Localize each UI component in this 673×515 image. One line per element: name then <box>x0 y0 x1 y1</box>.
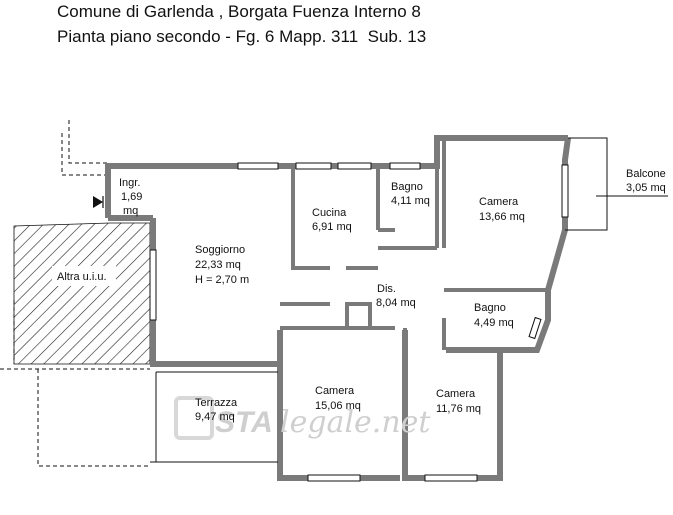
label-ingresso-area: 1,69 <box>121 191 142 203</box>
label-ingresso-name: Ingr. <box>119 177 140 189</box>
label-camera3-area: 11,76 mq <box>436 403 481 415</box>
label-balcone-area: 3,05 mq <box>626 182 666 194</box>
dashed-boundaries <box>0 120 150 467</box>
label-bagno1-name: Bagno <box>391 181 423 193</box>
plan-title-line-2: Pianta piano secondo - Fg. 6 Mapp. 311 S… <box>57 27 427 46</box>
label-cucina-area: 6,91 mq <box>312 221 352 233</box>
label-camera1-area: 13,66 mq <box>479 211 525 223</box>
label-soggiorno-name: Soggiorno <box>195 244 245 256</box>
label-camera2-area: 15,06 mq <box>315 400 361 412</box>
label-balcone-name: Balcone <box>626 168 666 180</box>
label-cucina-name: Cucina <box>312 207 347 219</box>
entrance-arrow-icon <box>93 196 103 208</box>
terrace-outline <box>150 371 278 463</box>
other-unit-hatched-area <box>13 222 151 365</box>
interior-walls <box>280 140 548 478</box>
watermark: STA legale.net <box>174 396 431 440</box>
plan-title-line-1: Comune di Garlenda , Borgata Fuenza Inte… <box>57 2 421 21</box>
label-terrazza-area: 9,47 mq <box>195 411 235 423</box>
label-camera3-name: Camera <box>436 388 476 400</box>
label-soggiorno-area: 22,33 mq <box>195 259 241 271</box>
label-camera2-name: Camera <box>315 385 355 397</box>
watermark-brand: STA <box>215 406 273 439</box>
balcony-outline <box>565 137 668 231</box>
label-terrazza-name: Terrazza <box>195 397 238 409</box>
label-camera1-name: Camera <box>479 196 519 208</box>
label-ingresso-unit: mq <box>123 205 138 217</box>
label-bagno2-name: Bagno <box>474 302 506 314</box>
room-labels: Ingr. 1,69 mq Soggiorno 22,33 mq H = 2,7… <box>57 168 666 423</box>
label-dis-name: Dis. <box>377 283 396 295</box>
label-altra-uiu: Altra u.i.u. <box>57 271 107 283</box>
watermark-suffix: legale.net <box>280 405 431 440</box>
label-bagno1-area: 4,11 mq <box>391 195 430 207</box>
label-bagno2-area: 4,49 mq <box>474 317 514 329</box>
label-soggiorno-height: H = 2,70 m <box>195 274 249 286</box>
label-dis-area: 8,04 mq <box>376 297 416 309</box>
window-marks <box>149 162 569 482</box>
